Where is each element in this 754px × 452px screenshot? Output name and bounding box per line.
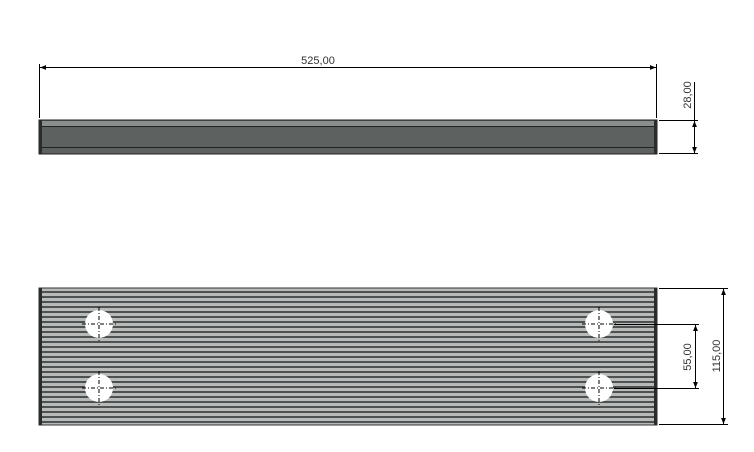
- length-dimension-label: 525,00: [301, 55, 335, 67]
- hole-spacing-dimension: 55,00: [614, 324, 699, 389]
- width-dimension-label: 115,00: [711, 340, 723, 373]
- hole-top-right: [582, 307, 616, 341]
- plate-face: [38, 287, 658, 426]
- front-view: 55,00 115,00: [38, 287, 728, 426]
- hole-bottom-left: [82, 371, 116, 405]
- hole-bottom-right: [582, 371, 616, 405]
- width-dimension: 115,00: [659, 288, 728, 425]
- hole-spacing-dimension-label: 55,00: [682, 343, 694, 371]
- thickness-dimension-label: 28,00: [682, 81, 694, 109]
- top-view: 525,00 28,00: [38, 55, 698, 155]
- hole-top-left: [82, 307, 116, 341]
- length-dimension: 525,00: [39, 55, 657, 118]
- thickness-dimension: 28,00: [659, 81, 698, 154]
